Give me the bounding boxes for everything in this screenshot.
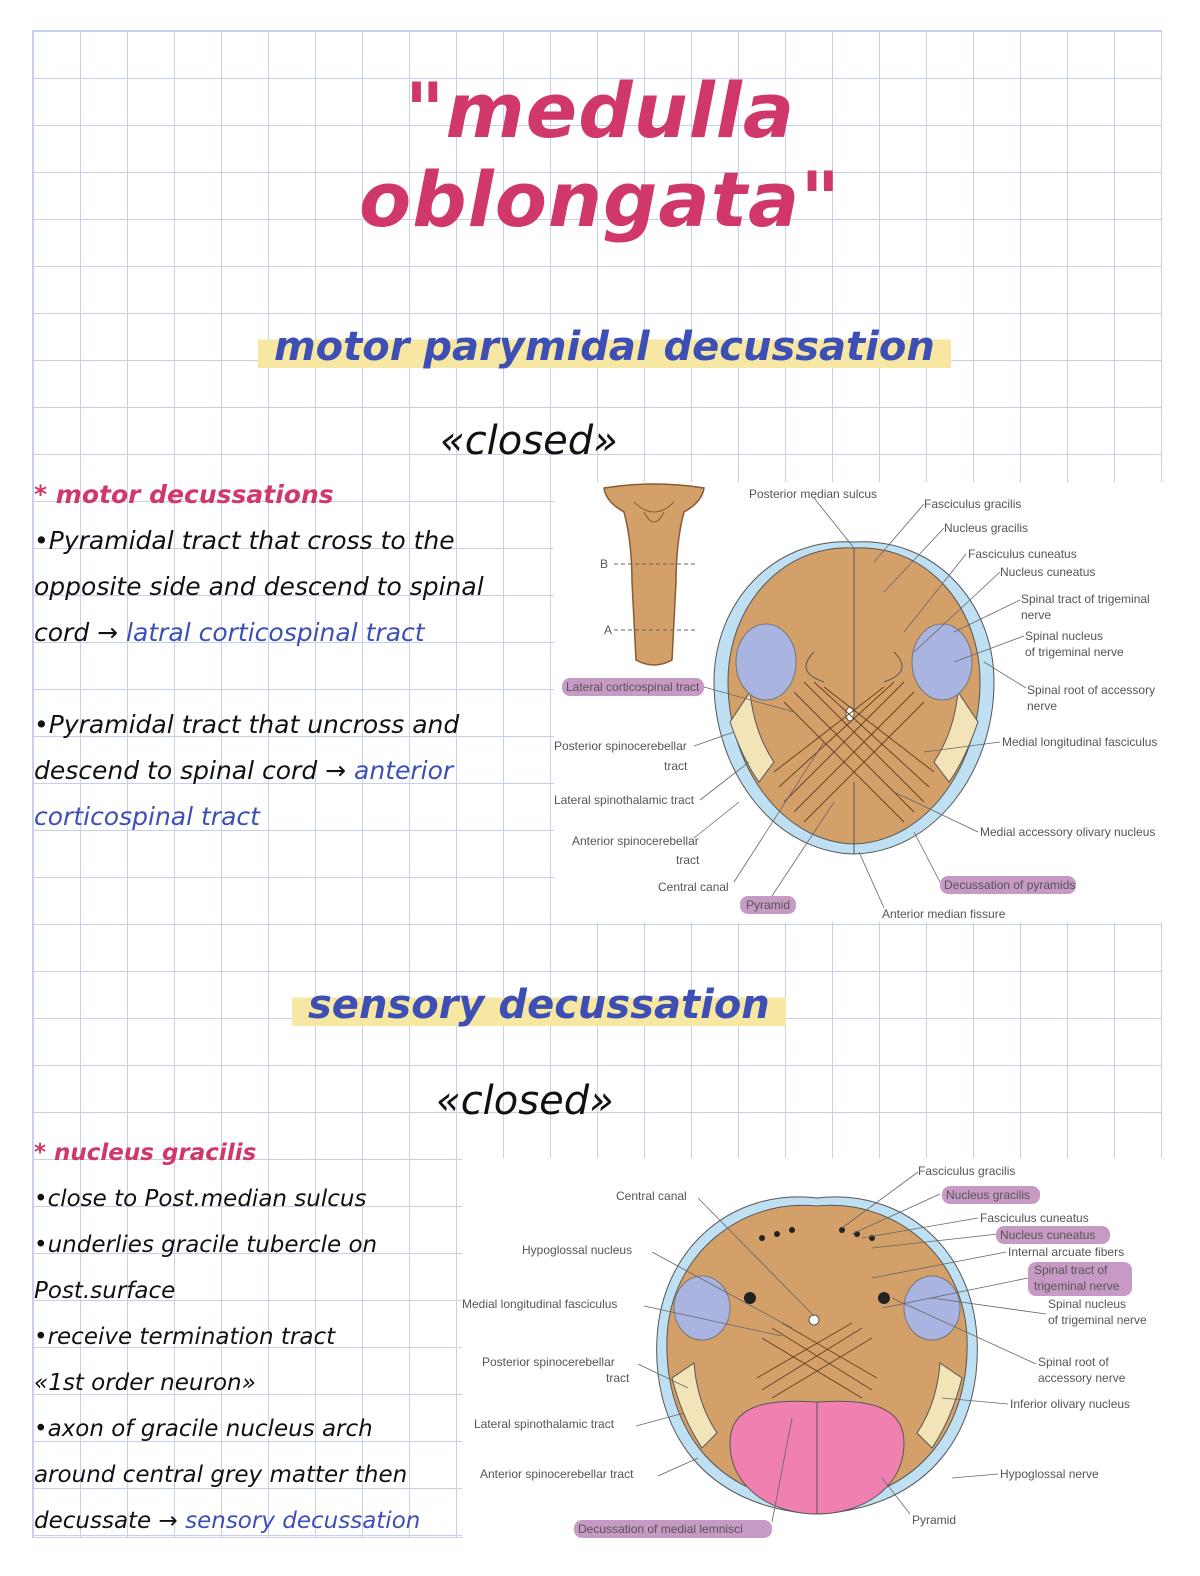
label-pyramid: Pyramid [746, 898, 790, 912]
pyramidal-decussation-svg: B A [554, 483, 1157, 921]
motor-note1-prefix: cord → [34, 618, 119, 647]
label-central-canal: Central canal [658, 880, 729, 894]
motor-notes: * motor decussations •Pyramidal tract th… [34, 472, 554, 840]
motor-note1-line2: opposite side and descend to spinal [34, 572, 484, 601]
label2-hypoglossal-nerve: Hypoglossal nerve [1000, 1467, 1099, 1481]
sensory-line-2: •underlies gracile tubercle on [34, 1232, 378, 1258]
label2-spinal-nucleus-2: of trigeminal nerve [1048, 1313, 1147, 1327]
label2-posterior-spinocerebellar-2: tract [606, 1371, 630, 1385]
sensory-notes-heading: * nucleus gracilis [34, 1140, 257, 1166]
anterior-term: anterior [354, 756, 454, 785]
brainstem-overview-icon: B A [600, 483, 705, 666]
label-mlf: Medial longitudinal fasciculus [1002, 735, 1157, 749]
label-lateral-corticospinal: Lateral corticospinal tract [566, 680, 700, 694]
label-lateral-spinothalamic: Lateral spinothalamic tract [554, 793, 695, 807]
label2-pyramid: Pyramid [912, 1513, 956, 1527]
label2-spinal-nucleus: Spinal nucleus [1048, 1297, 1126, 1311]
sensory-line-3: Post.surface [34, 1278, 176, 1304]
sensory-cross-section [656, 1196, 978, 1515]
label2-hypoglossal-nucleus: Hypoglossal nucleus [522, 1243, 632, 1257]
label2-nucleus-cuneatus: Nucleus cuneatus [1000, 1228, 1095, 1242]
label-posterior-spinocerebellar-2: tract [664, 759, 688, 773]
label2-spinal-tract: Spinal tract of [1034, 1263, 1108, 1277]
lateral-corticospinal-term: latral corticospinal tract [126, 618, 425, 647]
label2-decussation-medial-lemnisci: Decussation of medial lemnisci [578, 1522, 743, 1536]
label-spinal-tract-trigeminal-2: nerve [1021, 608, 1051, 622]
pyramidal-cross-section [713, 541, 995, 855]
label2-posterior-spinocerebellar: Posterior spinocerebellar [482, 1355, 615, 1369]
motor-closed-label: «closed» [440, 418, 618, 464]
page-title: "medulla oblongata" [359, 66, 841, 244]
sensory-last-prefix: decussate → [34, 1508, 178, 1534]
label-anterior-spinocerebellar: Anterior spinocerebellar [572, 834, 699, 848]
label2-inferior-olivary: Inferior olivary nucleus [1010, 1397, 1130, 1411]
sensory-line-6: •axon of gracile nucleus arch [34, 1416, 373, 1442]
sensory-closed-label: «closed» [436, 1078, 614, 1124]
label-spinal-nucleus-trigeminal-2: of trigeminal nerve [1025, 645, 1124, 659]
motor-note1-line1: •Pyramidal tract that cross to the [34, 526, 455, 555]
motor-note2-line1: •Pyramidal tract that uncross and [34, 710, 460, 739]
label-spinal-nucleus-trigeminal: Spinal nucleus [1025, 629, 1103, 643]
sensory-line-5: «1st order neuron» [34, 1370, 256, 1396]
label-medial-accessory-olivary: Medial accessory olivary nucleus [980, 825, 1155, 839]
label2-nucleus-gracilis: Nucleus gracilis [946, 1188, 1030, 1202]
sensory-line-1: •close to Post.median sulcus [34, 1186, 367, 1212]
motor-note1-line3: cord → latral corticospinal tract [34, 610, 554, 656]
label2-internal-arcuate: Internal arcuate fibers [1008, 1245, 1124, 1259]
label-spinal-root-accessory-2: nerve [1027, 699, 1057, 713]
sensory-line-4: •receive termination tract [34, 1324, 336, 1350]
label2-spinal-root: Spinal root of [1038, 1355, 1109, 1369]
label2-fasciculus-cuneatus: Fasciculus cuneatus [980, 1211, 1089, 1225]
label-spinal-tract-trigeminal: Spinal tract of trigeminal [1021, 592, 1150, 606]
label-anterior-spinocerebellar-2: tract [676, 853, 700, 867]
label2-spinal-root-2: accessory nerve [1038, 1371, 1126, 1385]
sensory-section-heading: sensory decussation [292, 980, 786, 1030]
label2-fasciculus-gracilis: Fasciculus gracilis [918, 1164, 1015, 1178]
label2-lateral-spinothalamic: Lateral spinothalamic tract [474, 1417, 615, 1431]
sensory-line-7: around central grey matter then [34, 1462, 408, 1488]
label-nucleus-gracilis: Nucleus gracilis [944, 521, 1028, 535]
label2-central-canal: Central canal [616, 1189, 687, 1203]
motor-note2-prefix: descend to spinal cord → [34, 756, 347, 785]
label-posterior-spinocerebellar: Posterior spinocerebellar [554, 739, 687, 753]
motor-section-heading: motor parymidal decussation [258, 322, 951, 372]
sensory-notes: * nucleus gracilis •close to Post.median… [34, 1130, 474, 1544]
pyramidal-decussation-diagram: B A [554, 482, 1162, 922]
sensory-line-8: decussate → sensory decussation [34, 1498, 474, 1544]
label-decussation-pyramids: Decussation of pyramids [944, 878, 1075, 892]
level-b-label: B [600, 557, 608, 571]
label-spinal-root-accessory: Spinal root of accessory [1027, 683, 1155, 697]
label-nucleus-cuneatus: Nucleus cuneatus [1000, 565, 1095, 579]
label2-anterior-spinocerebellar: Anterior spinocerebellar tract [480, 1467, 634, 1481]
anterior-corticospinal-term: corticospinal tract [34, 802, 260, 831]
label-posterior-median-sulcus: Posterior median sulcus [749, 487, 877, 501]
label2-mlf: Medial longitudinal fasciculus [462, 1297, 617, 1311]
motor-notes-heading: * motor decussations [34, 480, 334, 509]
sensory-decussation-term: sensory decussation [185, 1508, 421, 1534]
label2-spinal-tract-2: trigeminal nerve [1034, 1279, 1120, 1293]
level-a-label: A [604, 623, 612, 637]
label-fasciculus-gracilis: Fasciculus gracilis [924, 497, 1021, 511]
sensory-decussation-diagram: Central canal Hypoglossal nucleus Medial… [462, 1158, 1162, 1542]
motor-note2-line2: descend to spinal cord → anterior [34, 748, 554, 794]
label-fasciculus-cuneatus: Fasciculus cuneatus [968, 547, 1077, 561]
sensory-decussation-svg: Central canal Hypoglossal nucleus Medial… [462, 1164, 1147, 1538]
label-anterior-median-fissure: Anterior median fissure [882, 907, 1006, 921]
